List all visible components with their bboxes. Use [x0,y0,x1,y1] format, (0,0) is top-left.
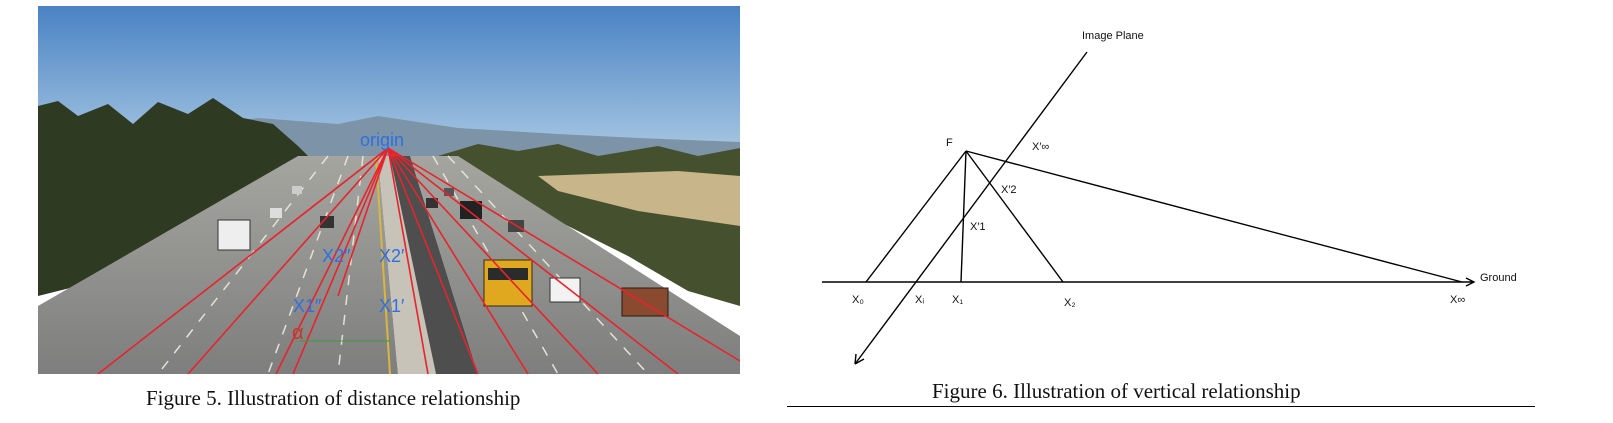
vehicle-dark-truck [460,201,482,219]
alpha-label: α [292,322,304,344]
vehicle-sedan-5 [292,186,302,194]
vehicle-white-suv [549,277,581,303]
x-inf-prime-label: X′∞ [1032,141,1049,153]
x2-double-prime-label: X2″ [322,246,351,266]
vehicles [217,186,669,317]
vehicle-bus-window [488,268,528,280]
vehicle-sedan-1 [320,216,334,228]
vehicle-school-bus [483,259,533,307]
highway-photo-svg: origin X2″ X2′ X1″ X1′ α [38,6,740,374]
vehicle-sedan-6 [444,188,454,196]
perspective-lines [97,147,740,374]
origin-label: origin [360,130,404,150]
ray-f-x1 [960,150,967,283]
vehicle-truck [217,219,251,251]
focal-point-label: F [946,137,953,149]
vehicle-pickup [621,287,669,317]
x-inf-label: X∞ [1450,294,1465,306]
left-trees [38,98,318,296]
ray-f-x2 [965,150,1064,283]
ray-f-x0 [865,150,967,283]
yellow-line [375,155,391,374]
x1-double-prime-label: X1″ [293,296,322,316]
highway-photo: origin X2″ X2′ X1″ X1′ α [38,6,740,374]
ray-f-xinf [965,150,1463,283]
ground-arrowhead [1462,277,1476,287]
x1-label: X₁ [952,294,963,306]
xi-label: Xᵢ [915,294,924,306]
image-plane-line [854,51,1088,365]
x2-prime-label: X′2 [1001,184,1017,196]
x1-prime-label: X1′ [379,296,405,316]
x2-prime-label: X2′ [379,246,405,266]
image-plane-arrowhead [854,353,865,365]
figure-5-caption: Figure 5. Illustration of distance relat… [146,386,521,410]
vehicle-sedan-4 [426,198,438,208]
vertical-relationship-diagram: Image Plane F X′∞ X′2 X′1 Ground X₀ Xᵢ X… [780,0,1613,380]
x0-label: X₀ [852,294,864,306]
diagram-svg: Image Plane F X′∞ X′2 X′1 Ground X₀ Xᵢ X… [822,30,1517,365]
x2-label: X₂ [1064,297,1076,309]
image-plane-label: Image Plane [1082,30,1144,42]
figure-6-caption: Figure 6. Illustration of vertical relat… [932,379,1301,403]
x1-prime-label: X′1 [970,221,986,233]
median [378,156,436,374]
right-embankment [538,171,740,226]
vehicle-sedan-2 [270,208,282,218]
ground-label: Ground [1480,272,1517,284]
caption-rule [787,406,1535,407]
